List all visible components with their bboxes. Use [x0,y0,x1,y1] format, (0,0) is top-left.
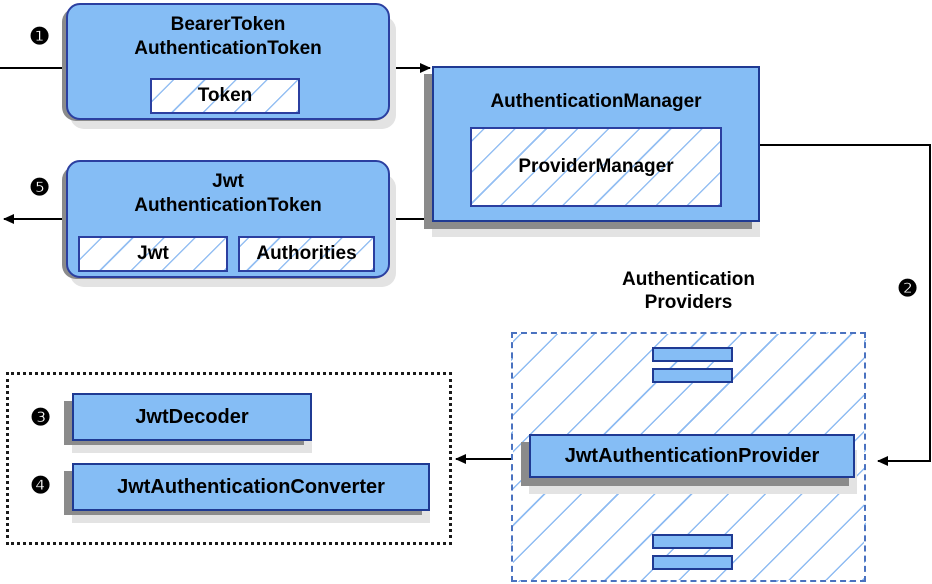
jwt-authentication-provider-box[interactable]: JwtAuthenticationProvider [529,434,855,478]
jwt-token-slot-authorities[interactable]: Authorities [238,236,375,272]
step-badge-4: ❹ [30,472,51,498]
authentication-providers-label-line1: Authentication [622,269,755,290]
provider-stack-bar-top-2 [652,368,733,383]
authentication-providers-label-line2: Providers [644,292,733,313]
jwt-token-title-line1: Jwt [212,171,244,192]
step-badge-3: ❸ [30,404,51,430]
step-badge-2: ❷ [897,275,918,301]
jwt-authentication-converter-box[interactable]: JwtAuthenticationConverter [72,463,430,511]
step-badge-1: ❶ [29,23,50,49]
jwt-token-slot-jwt[interactable]: Jwt [78,236,228,272]
step-badge-5: ❺ [29,174,50,200]
bearer-token-title-line1: BearerToken [170,14,286,35]
provider-stack-bar-bottom-1 [652,534,733,549]
jwt-support-group [6,372,452,545]
bearer-token-slot-token[interactable]: Token [150,78,300,114]
jwt-decoder-box[interactable]: JwtDecoder [72,393,312,441]
jwt-token-title-line2: AuthenticationToken [134,195,322,216]
provider-stack-bar-top-1 [652,347,733,362]
authentication-manager-title: AuthenticationManager [490,91,702,112]
bearer-token-title-line2: AuthenticationToken [134,38,322,59]
provider-stack-bar-bottom-2 [652,555,733,570]
provider-manager-slot[interactable]: ProviderManager [470,127,722,207]
bearer-token-authentication-token-card[interactable]: BearerToken AuthenticationToken [66,3,390,120]
